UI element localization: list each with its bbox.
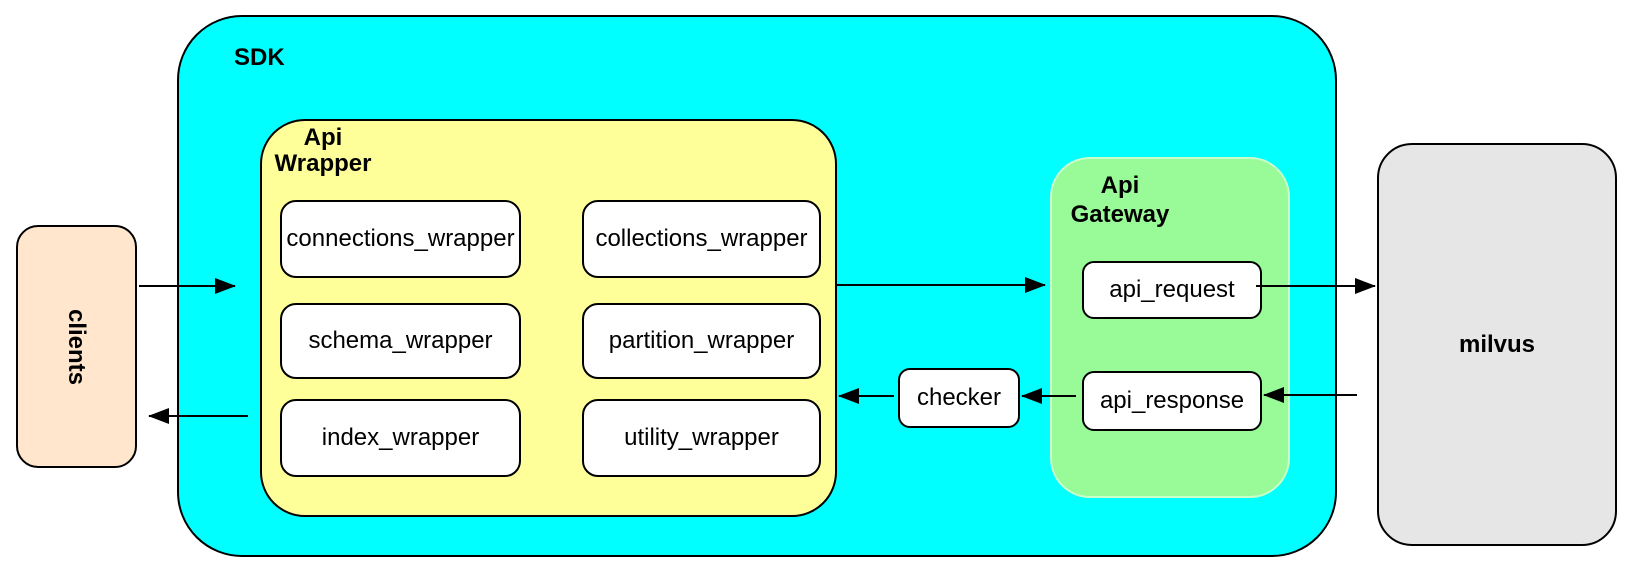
milvus-node: milvus [1377, 143, 1617, 546]
module-index-wrapper: index_wrapper [280, 399, 521, 477]
api-gateway-label-line1: Api [1100, 172, 1140, 199]
clients-label: clients [63, 308, 91, 385]
module-utility-wrapper: utility_wrapper [582, 399, 821, 477]
sdk-container: SDK Api Wrapper connections_wrapper coll… [177, 15, 1337, 557]
api-request-node: api_request [1082, 261, 1262, 319]
sdk-label: SDK [234, 44, 285, 71]
api-response-node: api_response [1082, 371, 1262, 431]
api-gateway-label-line2: Gateway [1070, 201, 1170, 228]
module-schema-wrapper: schema_wrapper [280, 303, 521, 379]
api-gateway-container: Api Gateway api_request api_response [1050, 157, 1290, 498]
api-wrapper-label-line1: Api [303, 124, 343, 151]
module-collections-wrapper: collections_wrapper [582, 200, 821, 278]
api-wrapper-label: Api Wrapper [270, 125, 376, 177]
module-connections-wrapper: connections_wrapper [280, 200, 521, 278]
checker-node: checker [898, 368, 1020, 428]
api-wrapper-container: Api Wrapper connections_wrapper collecti… [260, 119, 837, 517]
api-gateway-label: Api Gateway [1064, 171, 1176, 229]
api-wrapper-label-line2: Wrapper [274, 150, 372, 177]
module-partition-wrapper: partition_wrapper [582, 303, 821, 379]
clients-node: clients [16, 225, 137, 468]
